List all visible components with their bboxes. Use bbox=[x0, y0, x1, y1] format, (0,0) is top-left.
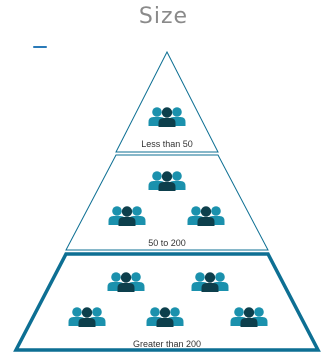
tier-label-bottom: Greater than 200 bbox=[133, 339, 201, 349]
people-group-icon bbox=[68, 307, 106, 327]
tier-label-top: Less than 50 bbox=[141, 139, 193, 149]
people-group-icon bbox=[187, 206, 225, 226]
people-group-icon bbox=[191, 272, 229, 292]
accent-tick bbox=[33, 46, 47, 48]
tier-label-middle: 50 to 200 bbox=[148, 238, 186, 248]
people-group-icon bbox=[108, 206, 146, 226]
people-group-icon bbox=[107, 272, 145, 292]
people-group-icon bbox=[148, 171, 186, 191]
page-title: Size bbox=[138, 4, 189, 29]
tier-middle-shape bbox=[65, 154, 269, 251]
people-group-icon bbox=[230, 307, 268, 327]
people-group-icon bbox=[146, 307, 184, 327]
tier-bottom-shape bbox=[13, 252, 321, 352]
people-group-icon bbox=[148, 107, 186, 127]
tier-top-shape bbox=[115, 50, 219, 153]
